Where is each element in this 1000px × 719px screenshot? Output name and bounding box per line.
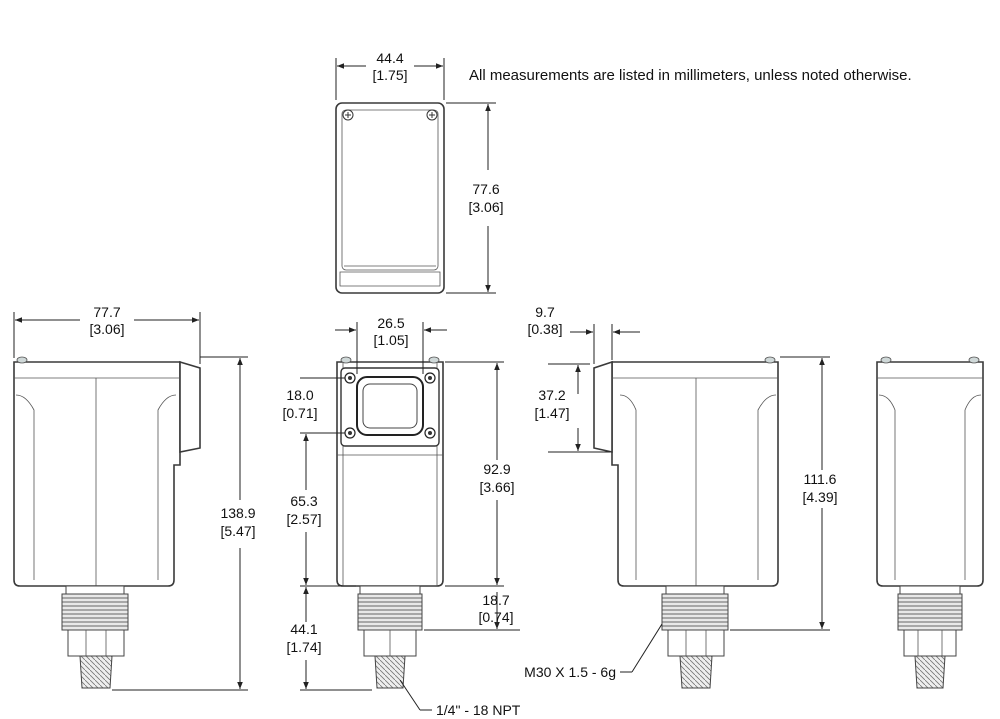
svg-text:65.3: 65.3 xyxy=(290,493,317,509)
svg-text:111.6: 111.6 xyxy=(804,471,837,487)
dim-cover-height: 37.2 [1.47] xyxy=(534,363,610,453)
callout-npt: 1/4" - 18 NPT xyxy=(399,679,521,718)
svg-text:44.4: 44.4 xyxy=(376,50,403,66)
dim-top-width: 44.4 [1.75] xyxy=(335,50,445,100)
dim-window-width: 26.5 [1.05] xyxy=(335,315,447,374)
svg-text:[2.57]: [2.57] xyxy=(286,511,321,527)
svg-text:M30 X 1.5 - 6g: M30 X 1.5 - 6g xyxy=(524,664,616,680)
svg-text:[3.06]: [3.06] xyxy=(89,321,124,337)
svg-text:[0.74]: [0.74] xyxy=(478,609,513,625)
svg-text:[1.47]: [1.47] xyxy=(534,405,569,421)
dim-front-lower: 65.3 [2.57] xyxy=(286,434,356,587)
dim-side-width: 77.7 [3.06] xyxy=(13,304,201,364)
svg-text:18.7: 18.7 xyxy=(482,592,509,608)
dim-front-upper: 92.9 [3.66] xyxy=(445,361,515,587)
svg-text:77.6: 77.6 xyxy=(472,181,499,197)
svg-text:[3.66]: [3.66] xyxy=(479,479,514,495)
svg-text:77.7: 77.7 xyxy=(93,304,120,320)
top-view xyxy=(335,102,445,294)
dim-top-height: 77.6 [3.06] xyxy=(446,102,504,294)
dim-window-height: 18.0 [0.71] xyxy=(282,377,345,434)
svg-text:26.5: 26.5 xyxy=(377,315,404,331)
svg-text:9.7: 9.7 xyxy=(535,304,555,320)
svg-text:[1.75]: [1.75] xyxy=(372,67,407,83)
callout-thread: M30 X 1.5 - 6g xyxy=(524,623,663,680)
dim-fitting-height: 44.1 [1.74] xyxy=(286,587,372,691)
front-view xyxy=(336,356,444,689)
dim-rear-height: 111.6 [4.39] xyxy=(730,356,838,631)
dim-thread-length: 18.7 [0.74] xyxy=(424,592,520,631)
back-view xyxy=(876,356,984,689)
svg-text:[5.47]: [5.47] xyxy=(220,523,255,539)
svg-text:[3.06]: [3.06] xyxy=(468,199,503,215)
svg-text:92.9: 92.9 xyxy=(483,461,510,477)
svg-text:44.1: 44.1 xyxy=(290,621,317,637)
svg-text:37.2: 37.2 xyxy=(538,387,565,403)
svg-text:[4.39]: [4.39] xyxy=(802,489,837,505)
svg-text:1/4" - 18 NPT: 1/4" - 18 NPT xyxy=(436,702,521,718)
side-view-right xyxy=(593,356,779,689)
dim-side-height: 138.9 [5.47] xyxy=(112,356,256,691)
svg-text:[1.74]: [1.74] xyxy=(286,639,321,655)
svg-text:[0.38]: [0.38] xyxy=(527,321,562,337)
side-view-left xyxy=(13,356,201,689)
svg-text:138.9: 138.9 xyxy=(220,505,255,521)
svg-text:[1.05]: [1.05] xyxy=(373,332,408,348)
svg-text:[0.71]: [0.71] xyxy=(282,405,317,421)
svg-text:18.0: 18.0 xyxy=(286,387,313,403)
dim-cover-depth: 9.7 [0.38] xyxy=(527,304,640,364)
measurement-note: All measurements are listed in millimete… xyxy=(469,67,912,84)
